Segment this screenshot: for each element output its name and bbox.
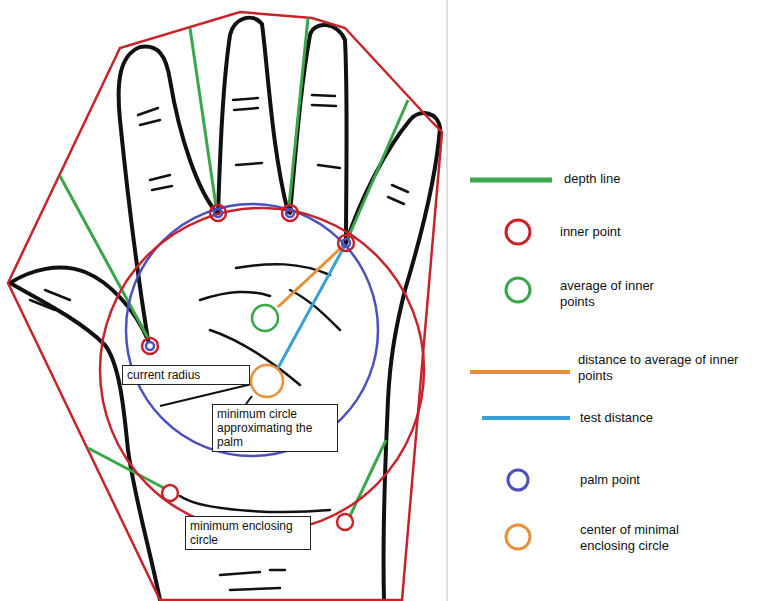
legend-label: depth line: [564, 171, 744, 187]
label-box: minimum circle approximating the palm: [212, 404, 338, 452]
legend-label: palm point: [580, 472, 750, 488]
box-label: minimum circle approximating the palm: [217, 407, 333, 449]
legend-label: test distance: [580, 410, 750, 426]
depth-lines: [60, 18, 408, 516]
label-box: minimum enclosing circle: [185, 516, 311, 550]
box-label: minimum enclosing circle: [190, 519, 306, 547]
convex-hull: [8, 12, 442, 600]
label-box: current radius: [122, 365, 250, 385]
legend-label: distance to average of inner points: [578, 352, 748, 384]
enclosing-center: [251, 365, 283, 397]
legend-label: inner point: [560, 224, 740, 240]
hand-creases: [30, 95, 408, 590]
leader-line: [246, 396, 252, 404]
leader-line: [160, 384, 252, 406]
box-label: current radius: [127, 368, 245, 382]
legend-label: center of minimal enclosing circle: [580, 522, 730, 554]
average-point: [252, 305, 278, 331]
legend-label: average of inner points: [560, 278, 690, 310]
distance-line: [278, 245, 344, 307]
enclosing-circle: [100, 208, 424, 532]
separator-line: [447, 0, 448, 601]
legend-samples: [470, 180, 570, 549]
test-distance-line: [278, 247, 344, 368]
hand-outline: [10, 18, 440, 600]
